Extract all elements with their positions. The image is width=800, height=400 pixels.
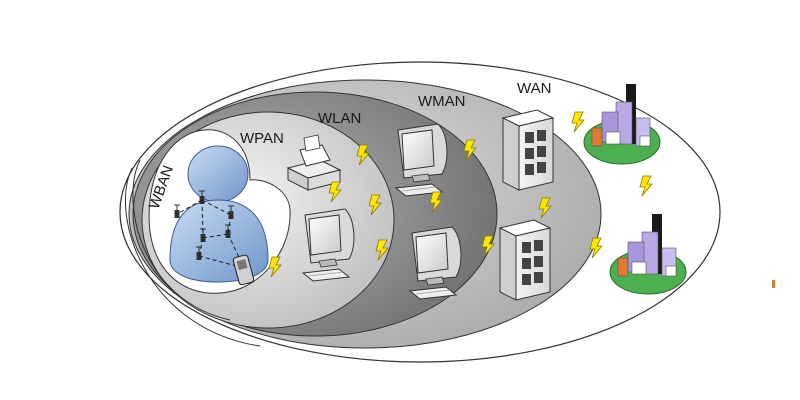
wman-label: WMAN bbox=[418, 93, 466, 110]
server-tower-icon-top bbox=[502, 109, 554, 191]
zone-outline-strokes bbox=[124, 159, 261, 347]
handheld-device-icon bbox=[232, 254, 255, 286]
orange-mark bbox=[772, 280, 775, 288]
wpan-label: WPAN bbox=[240, 130, 284, 147]
wan-label: WAN bbox=[517, 80, 551, 97]
wlan-label: WLAN bbox=[318, 110, 361, 127]
printer-icon bbox=[286, 134, 342, 191]
server-tower-icon-bottom bbox=[499, 219, 551, 301]
